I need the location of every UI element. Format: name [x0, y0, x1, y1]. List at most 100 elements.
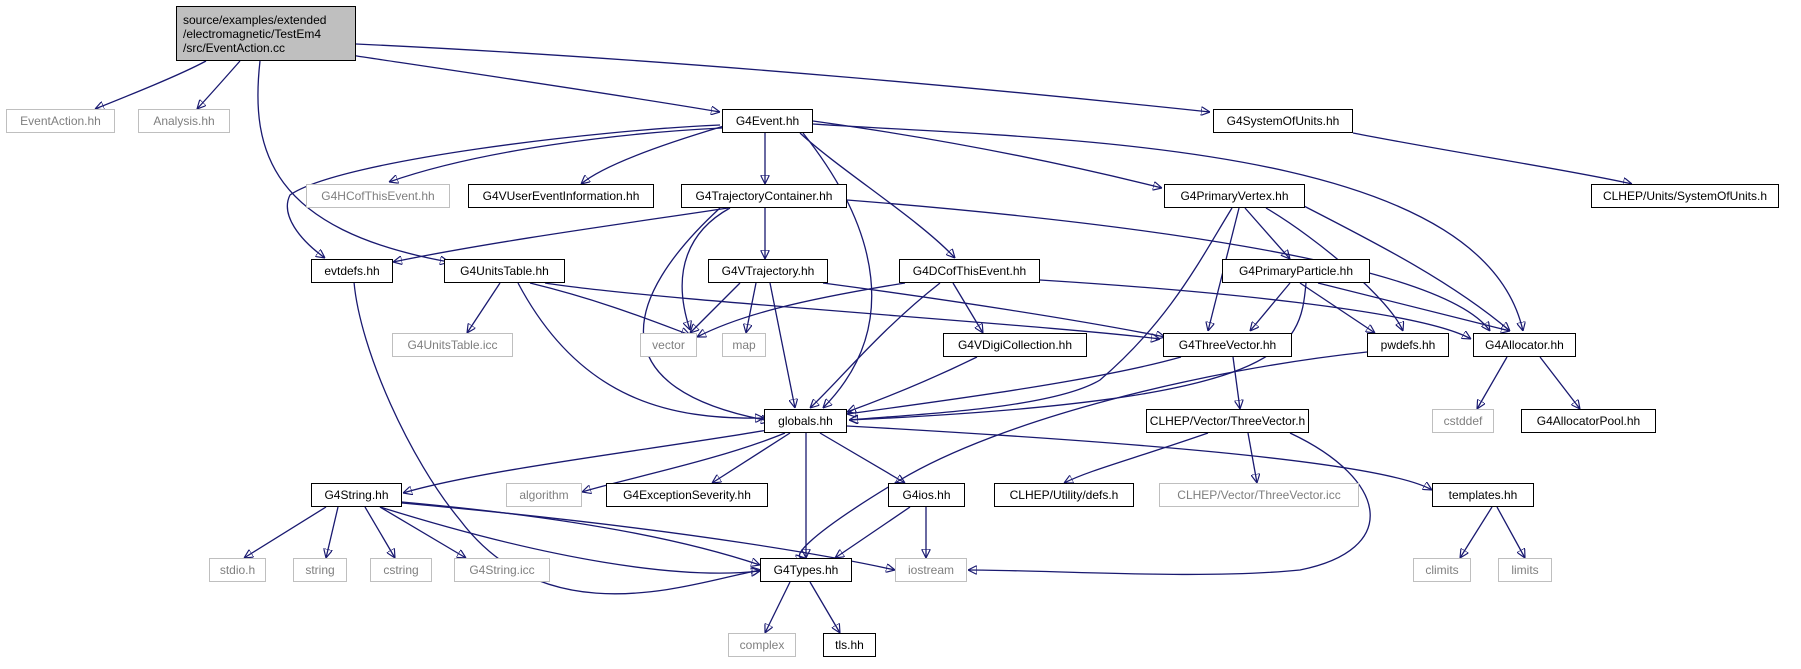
node-g4allocator-hh[interactable]: G4Allocator.hh	[1473, 333, 1576, 357]
dependency-edge	[401, 502, 895, 570]
dependency-edge	[1039, 279, 1471, 339]
dependency-edge	[1064, 432, 1209, 483]
node-globals-hh[interactable]: globals.hh	[764, 409, 847, 433]
dependency-edge	[379, 506, 760, 573]
node-g4event-hh[interactable]: G4Event.hh	[722, 109, 813, 133]
dependency-edge	[799, 132, 955, 258]
dependency-edge	[1496, 506, 1525, 558]
dependency-edge	[1244, 207, 1290, 259]
node-limits[interactable]: limits	[1498, 558, 1552, 582]
dependency-edge	[244, 506, 327, 558]
node-g4vtrajectory-hh[interactable]: G4VTrajectory.hh	[708, 259, 828, 283]
dependency-edge	[1460, 506, 1493, 558]
node-g4primaryparticle-hh[interactable]: G4PrimaryParticle.hh	[1222, 259, 1370, 283]
node-g4hcofthisevent-hh[interactable]: G4HCofThisEvent.hh	[306, 184, 450, 208]
node-g4string-hh[interactable]: G4String.hh	[311, 483, 402, 507]
dependency-edge	[952, 282, 983, 333]
node-g4allocatorpool-hh[interactable]: G4AllocatorPool.hh	[1521, 409, 1656, 433]
node-eventaction-hh[interactable]: EventAction.hh	[6, 109, 115, 133]
node-g4unitstable-icc[interactable]: G4UnitsTable.icc	[392, 333, 513, 357]
dependency-edge	[819, 432, 905, 483]
node-g4vusereventinformation-hh[interactable]: G4VUserEventInformation.hh	[468, 184, 654, 208]
node-cstddef[interactable]: cstddef	[1432, 409, 1494, 433]
dependency-edge	[582, 432, 786, 492]
node-complex[interactable]: complex	[728, 633, 796, 657]
dependency-edge	[581, 125, 725, 184]
node-clhep-threevector-icc[interactable]: CLHEP/Vector/ThreeVector.icc	[1159, 483, 1359, 507]
dependency-edge	[769, 282, 795, 408]
node-templates-hh[interactable]: templates.hh	[1432, 483, 1534, 507]
dependency-edge	[1250, 282, 1291, 331]
dependency-edge	[765, 581, 791, 633]
dependency-edge	[403, 429, 769, 493]
node-g4ios-hh[interactable]: G4ios.hh	[888, 483, 965, 507]
dependency-edge	[846, 425, 1432, 490]
dependency-edge	[1299, 282, 1375, 333]
node-g4exceptionseverity-hh[interactable]: G4ExceptionSeverity.hh	[606, 483, 768, 507]
dependency-edge	[849, 282, 1307, 420]
node-g4systemofunits-hh[interactable]: G4SystemOfUnits.hh	[1213, 109, 1353, 133]
dependency-edge	[467, 282, 501, 333]
node-evtdefs-hh[interactable]: evtdefs.hh	[311, 259, 393, 283]
dependency-edge	[364, 506, 395, 558]
node-analysis-hh[interactable]: Analysis.hh	[138, 109, 230, 133]
node-algorithm[interactable]: algorithm	[506, 483, 582, 507]
dependency-edge	[812, 120, 1162, 188]
node-g4trajectorycontainer-hh[interactable]: G4TrajectoryContainer.hh	[681, 184, 847, 208]
node-vector[interactable]: vector	[640, 333, 697, 357]
node-cstring[interactable]: cstring	[370, 558, 432, 582]
dependency-edge	[812, 123, 1523, 331]
dependency-edge	[1317, 282, 1510, 331]
dependency-edge	[681, 207, 731, 330]
dependency-edge	[746, 282, 757, 333]
node-clhep-defs-h[interactable]: CLHEP/Utility/defs.h	[994, 483, 1134, 507]
node-g4primaryvertex-hh[interactable]: G4PrimaryVertex.hh	[1164, 184, 1305, 208]
root-file-node[interactable]: source/examples/extended /electromagneti…	[176, 6, 356, 61]
node-climits[interactable]: climits	[1413, 558, 1471, 582]
dependency-edge	[822, 282, 1165, 337]
root-line-2: /electromagnetic/TestEm4	[183, 26, 322, 41]
node-g4threevector-hh[interactable]: G4ThreeVector.hh	[1163, 333, 1292, 357]
dependency-edge	[802, 132, 873, 408]
dependency-edge	[847, 356, 978, 412]
dependency-edge	[197, 60, 241, 109]
node-g4unitstable-hh[interactable]: G4UnitsTable.hh	[444, 259, 565, 283]
dependency-edge	[809, 581, 840, 633]
dependency-edge	[379, 506, 466, 558]
dependency-edge	[846, 199, 1490, 331]
node-g4dcofthisevent-hh[interactable]: G4DCofThisEvent.hh	[899, 259, 1040, 283]
dependency-edge	[799, 351, 1368, 558]
dependency-edge	[544, 282, 1160, 339]
root-line-1: source/examples/extended	[183, 12, 327, 27]
dependency-edge	[355, 43, 1210, 112]
dependency-edge	[1352, 132, 1632, 184]
node-iostream[interactable]: iostream	[895, 558, 967, 582]
node-clhep-systemofunits-h[interactable]: CLHEP/Units/SystemOfUnits.h	[1591, 184, 1779, 208]
dependency-edge	[401, 501, 760, 565]
dependency-edge	[690, 282, 741, 333]
dependency-edge	[1232, 356, 1240, 409]
dependency-edge	[1247, 432, 1257, 483]
node-g4types-hh[interactable]: G4Types.hh	[760, 558, 852, 582]
dependency-edge	[642, 207, 770, 421]
node-g4string-icc[interactable]: G4String.icc	[454, 558, 550, 582]
dependency-edge	[697, 282, 906, 337]
dependency-edge	[1477, 356, 1508, 409]
node-tls-hh[interactable]: tls.hh	[823, 633, 876, 657]
dependency-edge	[95, 60, 207, 109]
node-g4vdigicollection-hh[interactable]: G4VDigiCollection.hh	[943, 333, 1087, 357]
node-stdio-h[interactable]: stdio.h	[209, 558, 266, 582]
dependency-edge	[326, 506, 339, 558]
root-line-3: /src/EventAction.cc	[183, 40, 286, 55]
node-string[interactable]: string	[293, 558, 347, 582]
dependency-edge	[257, 60, 449, 262]
node-map[interactable]: map	[722, 333, 766, 357]
dependency-edge	[968, 432, 1371, 576]
node-clhep-threevector-h[interactable]: CLHEP/Vector/ThreeVector.h	[1146, 409, 1309, 433]
dependency-edge	[529, 282, 690, 335]
node-pwdefs-hh[interactable]: pwdefs.hh	[1367, 333, 1449, 357]
dependency-edge	[712, 432, 791, 483]
dependency-edge	[353, 281, 761, 595]
